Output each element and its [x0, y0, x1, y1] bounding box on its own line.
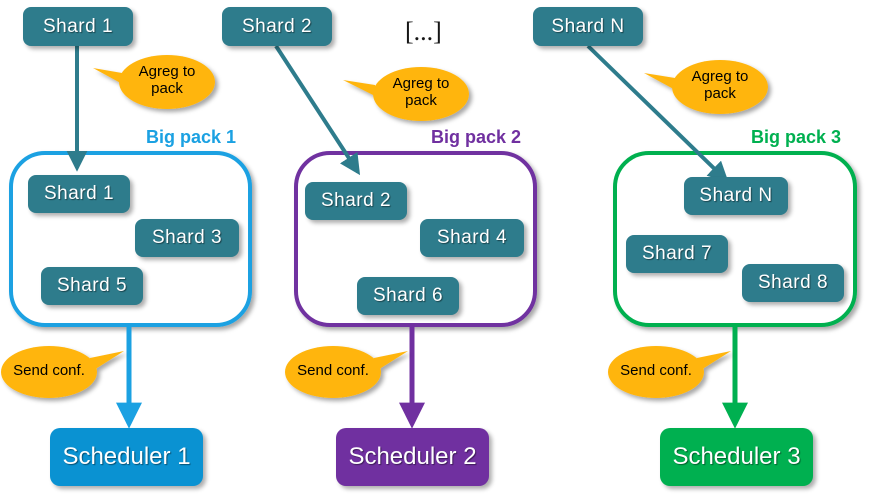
- ellipsis-indicator: [...]: [405, 17, 442, 46]
- pack-1-shard-5[interactable]: Shard 5: [41, 267, 143, 305]
- pack-2-shard-4[interactable]: Shard 4: [420, 219, 524, 257]
- pack-3-shard-8-label: Shard 8: [757, 272, 829, 293]
- send-conf-callout-bubble-3: [608, 346, 731, 398]
- top-shard-n-label: Shard N: [551, 15, 625, 37]
- agreg-callout-bubble-2: [343, 67, 469, 121]
- arrow-shardN-to-pack3: [586, 44, 729, 183]
- pack-3-shard-7-label: Shard 7: [641, 243, 713, 264]
- send-conf-callout-bubble-1: [1, 346, 124, 398]
- scheduler-2[interactable]: Scheduler 2: [336, 428, 489, 486]
- scheduler-3-label: Scheduler 3: [672, 443, 801, 470]
- pack-2-shard-2[interactable]: Shard 2: [305, 182, 407, 220]
- top-shard-2[interactable]: Shard 2: [222, 7, 332, 46]
- big-pack-3-label: Big pack 3: [751, 127, 842, 147]
- top-shard-n[interactable]: Shard N: [533, 7, 643, 46]
- pack-3-shard-n[interactable]: Shard N: [684, 177, 788, 215]
- top-shard-1[interactable]: Shard 1: [23, 7, 133, 46]
- scheduler-1[interactable]: Scheduler 1: [50, 428, 203, 486]
- scheduler-2-label: Scheduler 2: [348, 443, 477, 470]
- agreg-callout-bubble-1: [93, 55, 215, 109]
- pack-3-shard-7[interactable]: Shard 7: [626, 235, 728, 273]
- pack-2-shard-4-label: Shard 4: [436, 227, 508, 248]
- pack-2-shard-2-label: Shard 2: [320, 190, 392, 211]
- pack-2-shard-6-label: Shard 6: [372, 285, 444, 306]
- pack-3-shard-n-label: Shard N: [699, 185, 773, 206]
- big-pack-2-label: Big pack 2: [431, 127, 522, 147]
- send-conf-callout-bubble-2: [285, 346, 408, 398]
- arrow-shard2-to-pack2: [274, 44, 361, 176]
- pack-1-shard-1[interactable]: Shard 1: [28, 175, 130, 213]
- pack-1-shard-5-label: Shard 5: [56, 275, 128, 296]
- pack-3-shard-8[interactable]: Shard 8: [742, 264, 844, 302]
- top-shard-1-label: Shard 1: [42, 15, 114, 37]
- big-pack-1-label: Big pack 1: [146, 127, 237, 147]
- top-shard-2-label: Shard 2: [241, 15, 313, 37]
- agreg-callout-bubble-3: [644, 60, 768, 114]
- scheduler-1-label: Scheduler 1: [62, 443, 191, 470]
- pack-2-shard-6[interactable]: Shard 6: [357, 277, 459, 315]
- pack-1-shard-3[interactable]: Shard 3: [135, 219, 239, 257]
- pack-1-shard-3-label: Shard 3: [151, 227, 223, 248]
- pack-1-shard-1-label: Shard 1: [43, 183, 115, 204]
- scheduler-3[interactable]: Scheduler 3: [660, 428, 813, 486]
